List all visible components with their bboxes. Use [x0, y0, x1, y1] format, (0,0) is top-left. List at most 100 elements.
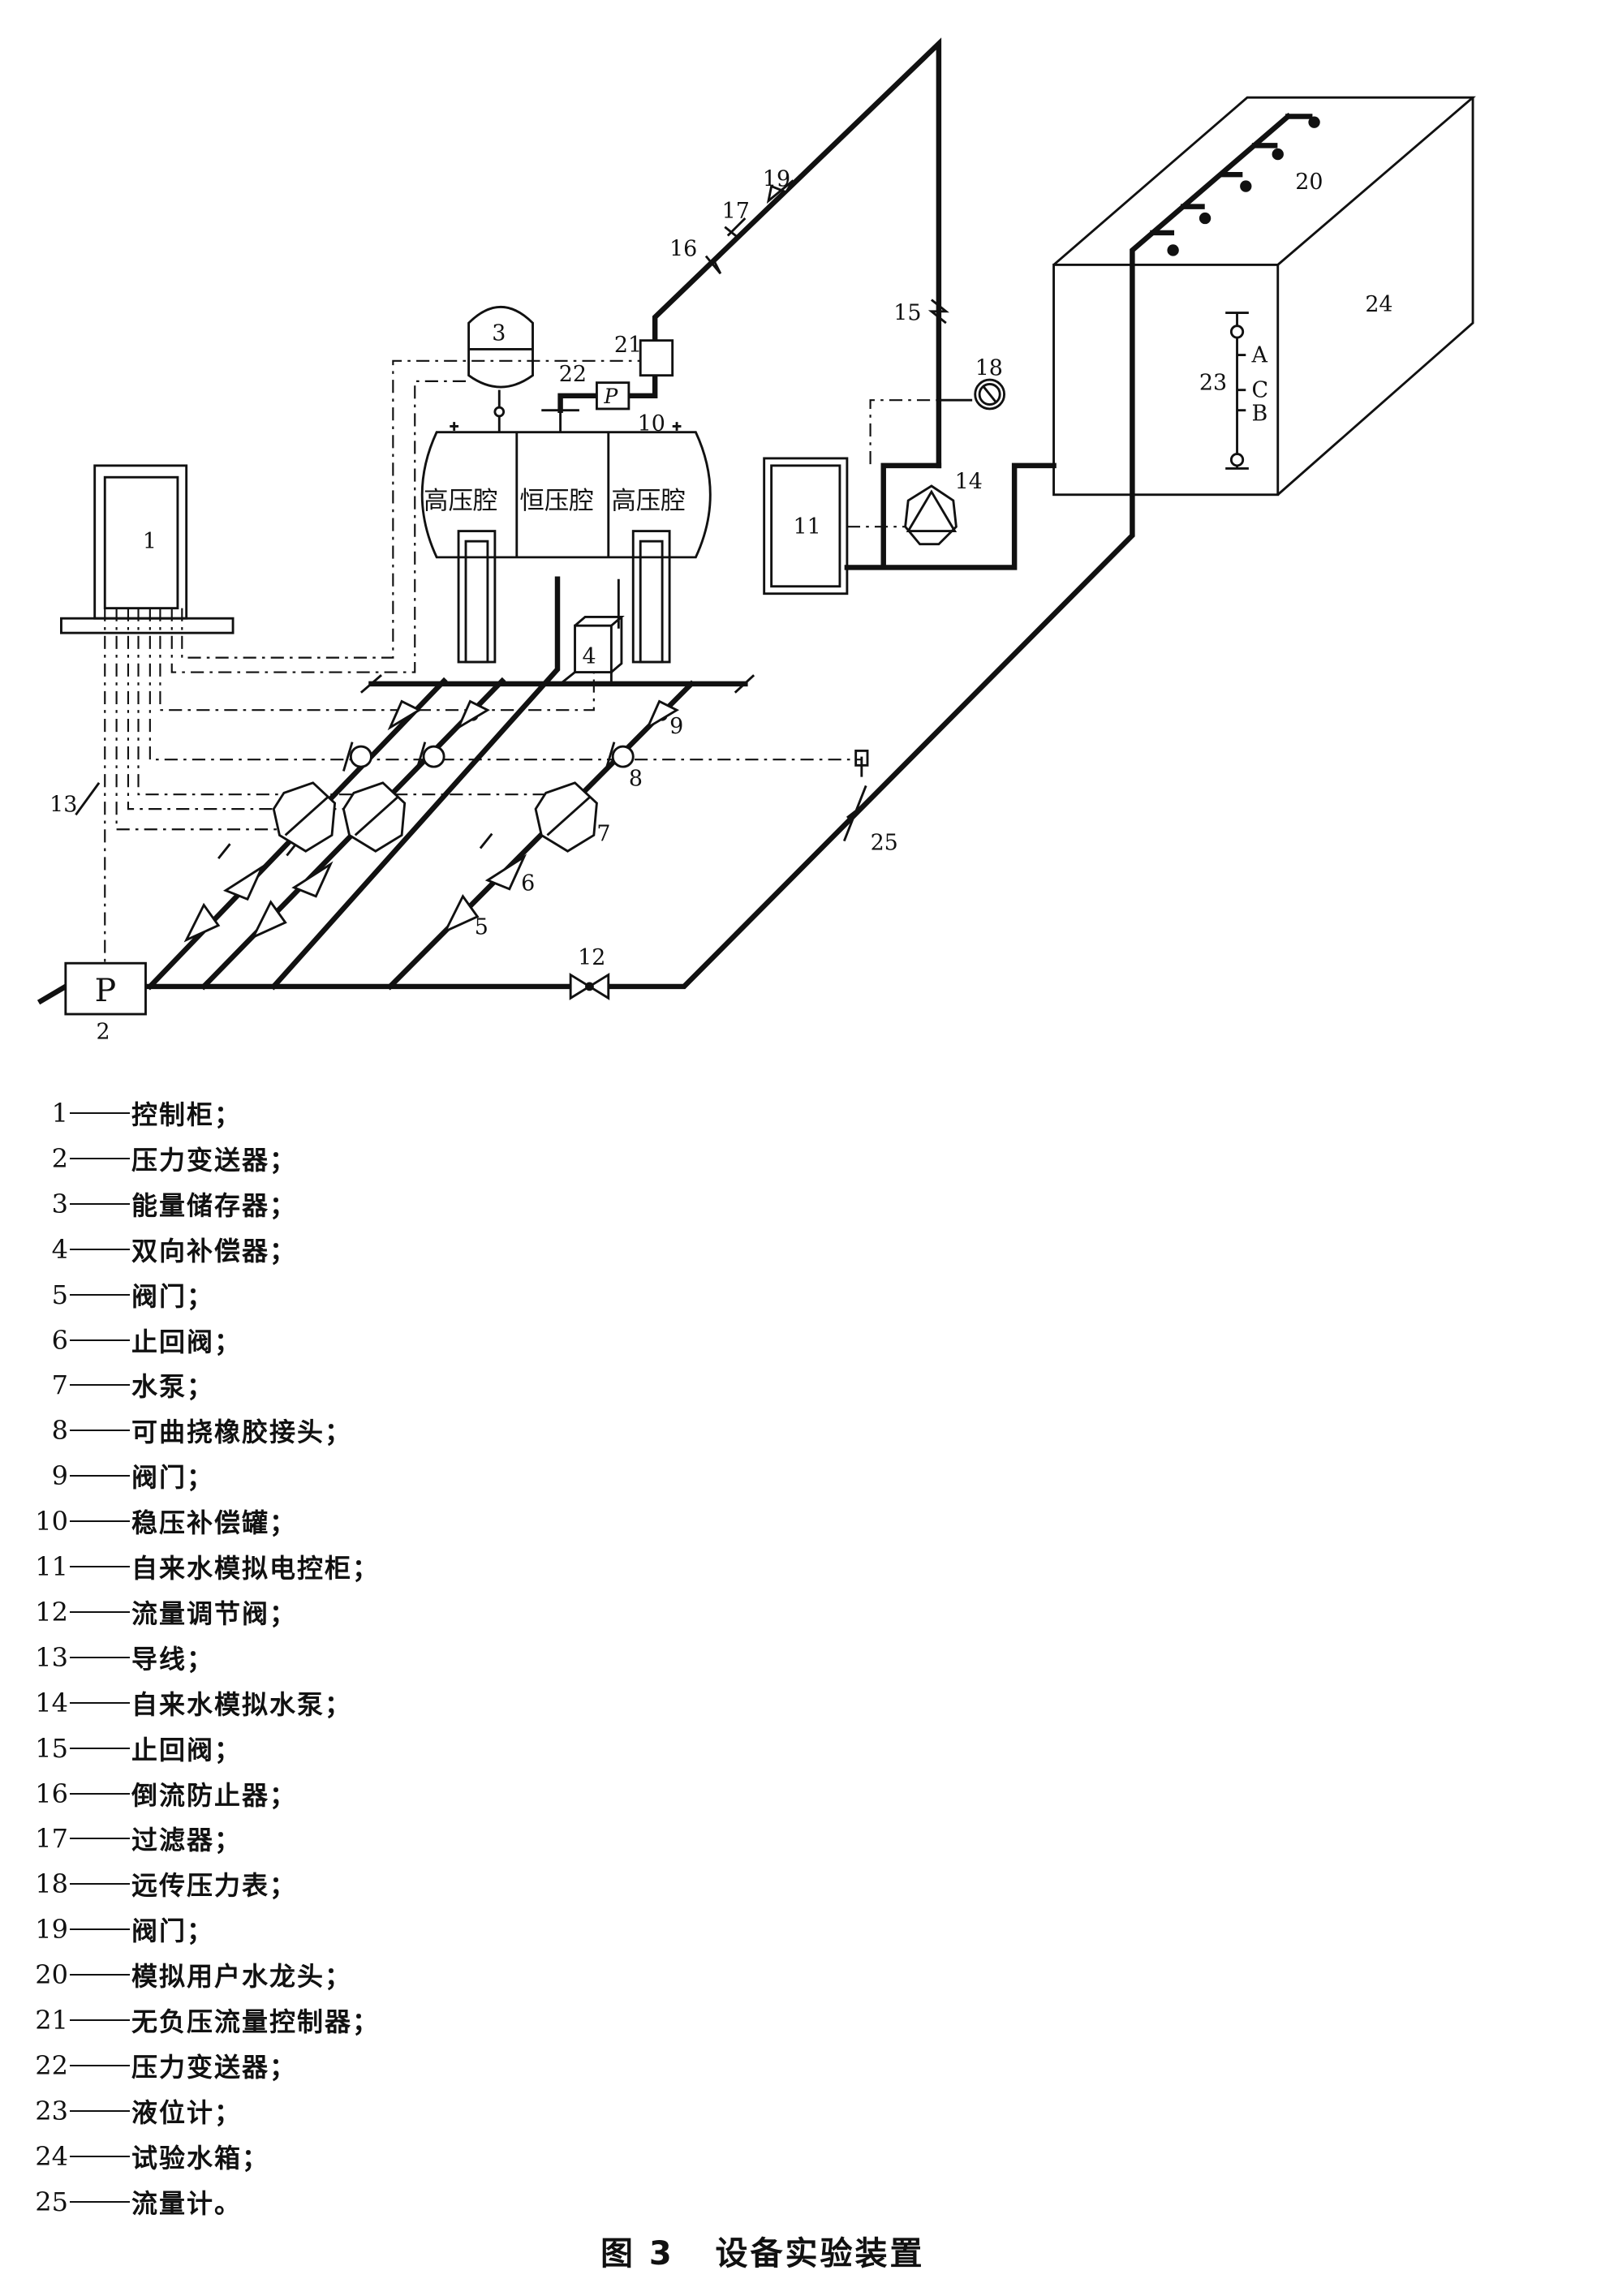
callout-14: 14: [955, 470, 983, 495]
level-mark-a: A: [1250, 343, 1267, 368]
legend-number: 12: [35, 1596, 68, 1627]
supply-pipe: [37, 112, 1292, 1005]
legend-number: 16: [35, 1778, 68, 1809]
bidirectional-compensator: [559, 578, 625, 686]
legend-description: 能量储存器；: [131, 1189, 298, 1221]
legend-number: 24: [35, 2140, 68, 2172]
figure-caption: 图 3 设备实验装置: [600, 2235, 925, 2272]
legend-dash: [70, 2109, 130, 2112]
legend-dash: [70, 1293, 130, 1296]
legend-number: 3: [51, 1188, 68, 1219]
legend-number: 20: [35, 1959, 68, 1991]
flow-regulating-valve: [569, 973, 610, 1000]
callout-1: 1: [143, 529, 157, 554]
callout-12: 12: [578, 945, 605, 970]
legend-number: 17: [35, 1823, 68, 1855]
legend-dash: [70, 1202, 130, 1205]
pressure-transmitter-2: P: [64, 961, 147, 1016]
legend-description: 压力变送器；: [131, 2051, 298, 2083]
non-negative-pressure-flow-controller: [639, 339, 674, 377]
pump-line-fittings: [183, 699, 680, 943]
legend-dash: [70, 1384, 130, 1387]
legend-number: 14: [35, 1687, 68, 1718]
legend-description: 止回阀；: [131, 1734, 243, 1765]
callout-17: 17: [722, 199, 750, 224]
legend-number: 10: [35, 1506, 68, 1537]
legend-description: 阀门；: [131, 1462, 215, 1494]
tap-water-simulation-cabinet: [763, 457, 917, 595]
legend-description: 双向补偿器；: [131, 1235, 298, 1266]
legend-dash: [70, 2064, 130, 2066]
legend-dash: [70, 1838, 130, 1840]
legend-number: 11: [35, 1551, 68, 1582]
legend-number: 1: [51, 1098, 68, 1129]
legend-number: 23: [35, 2095, 68, 2126]
legend-description: 压力变送器；: [131, 1144, 298, 1176]
svg-text:P: P: [95, 972, 117, 1009]
chamber-high-left: 高压腔: [424, 488, 497, 516]
legend-dash: [70, 1747, 130, 1749]
legend-description: 模拟用户水龙头；: [131, 1961, 353, 1993]
legend-number: 4: [51, 1233, 68, 1265]
inlet-pipe: [557, 37, 942, 469]
legend-dash: [70, 1566, 130, 1567]
legend-item: 9 阀门；: [0, 1453, 974, 1498]
chamber-constant: 恒压腔: [519, 488, 593, 516]
energy-storage-vessel: [467, 306, 534, 432]
callout-5: 5: [475, 914, 488, 939]
callout-11: 11: [794, 514, 821, 540]
control-cabinet: [60, 464, 235, 634]
callout-4: 4: [582, 644, 596, 669]
legend-description: 流量调节阀；: [131, 1597, 298, 1629]
legend-description: 无负压流量控制器；: [131, 2006, 381, 2037]
callout-23: 23: [1199, 371, 1227, 396]
check-valve-15: [927, 299, 949, 325]
legend-number: 9: [51, 1460, 68, 1492]
legend-dash: [70, 1883, 130, 1885]
chamber-high-right: 高压腔: [611, 488, 685, 516]
legend-number: 19: [35, 1914, 68, 1946]
callout-18: 18: [975, 356, 1003, 381]
legend-item: 4 双向补偿器；: [0, 1227, 974, 1272]
callout-22: 22: [559, 362, 587, 387]
legend-number: 18: [35, 1868, 68, 1900]
callout-3: 3: [492, 321, 506, 346]
legend-description: 水泵；: [131, 1371, 215, 1403]
legend-description: 倒流防止器；: [131, 1779, 298, 1811]
legend-description: 可曲挠橡胶接头；: [131, 1417, 353, 1448]
legend-item: 12 流量调节阀；: [0, 1589, 974, 1635]
pressure-stabilizing-tank: [420, 409, 712, 664]
test-water-tank: [1052, 96, 1476, 497]
legend-dash: [70, 1792, 130, 1795]
callout-7: 7: [596, 822, 610, 847]
legend-dash: [70, 1974, 130, 1976]
legend-number: 25: [35, 2186, 68, 2217]
bypass-line: [269, 576, 561, 991]
tap-water-simulation-pump: [844, 462, 1057, 570]
callout-10: 10: [638, 411, 665, 436]
legend-dash: [70, 2200, 130, 2203]
legend-description: 导线；: [131, 1643, 215, 1675]
callout-6: 6: [521, 871, 535, 896]
legend-dash: [70, 1475, 130, 1477]
legend-item: 20 模拟用户水龙头；: [0, 1952, 974, 1997]
legend-number: 6: [51, 1324, 68, 1356]
legend-dash: [70, 1610, 130, 1613]
legend-dash: [70, 1520, 130, 1523]
legend-dash: [70, 1339, 130, 1341]
